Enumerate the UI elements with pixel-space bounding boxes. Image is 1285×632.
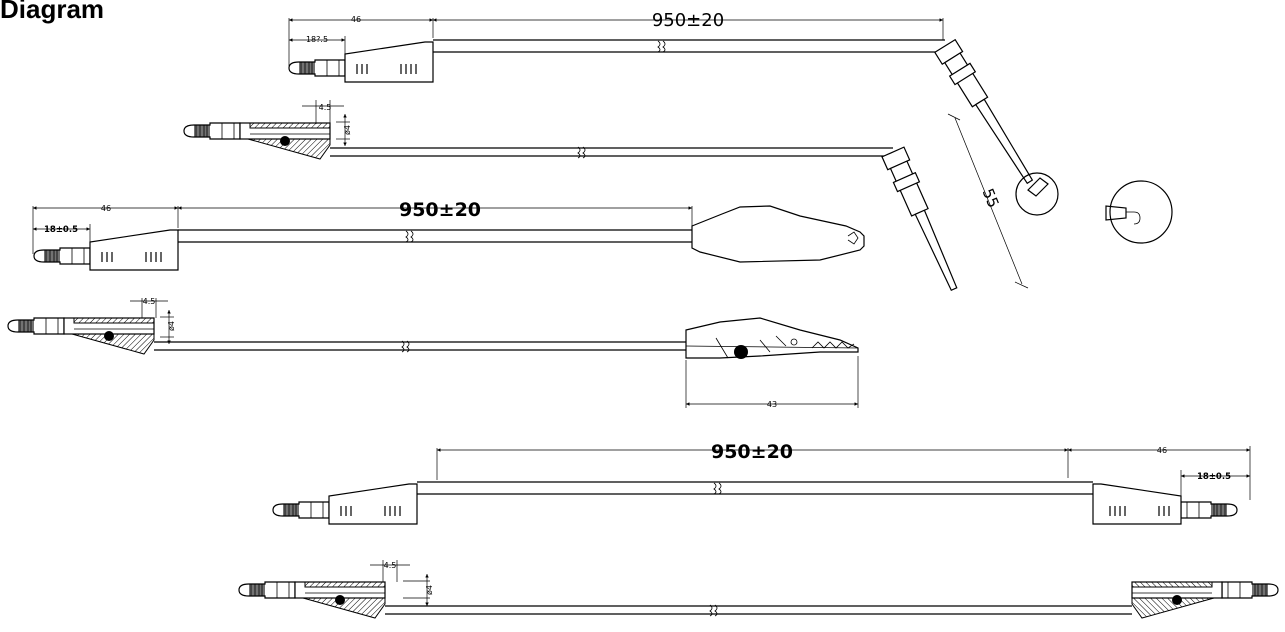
- dim-cable-length-3: 950±20: [399, 199, 481, 221]
- lead-alligator-section: [7, 298, 859, 408]
- dim-step: 4.5: [319, 103, 332, 112]
- dim-diameter-6: ø4: [425, 585, 434, 595]
- lead-double-section: [238, 560, 1279, 619]
- dim-cable-length: 950±20: [652, 10, 724, 31]
- dim-step-6: 4.5: [384, 561, 397, 570]
- dim-plug-length-3: 46: [101, 204, 111, 213]
- lead-double-plug: [272, 446, 1251, 525]
- dim-diameter: ø4: [343, 125, 352, 135]
- dim-pin-length-3: 18±0.5: [44, 225, 78, 235]
- page-title: Diagram: [0, 0, 105, 24]
- dim-clip-length: 43: [767, 400, 777, 409]
- dim-pin-length-5: 18±0.5: [1197, 472, 1231, 482]
- dim-step-4: 4.5: [143, 297, 156, 306]
- lead-hook-section: [183, 100, 1173, 292]
- dim-plug-length: 46: [351, 15, 361, 24]
- lead-alligator-insulated: [32, 205, 865, 271]
- dim-pin-length: 18?.5: [306, 35, 328, 44]
- dim-plug-length-5: 46: [1157, 446, 1167, 455]
- dim-cable-length-5: 950±20: [711, 441, 793, 463]
- lead-hook-probe: [288, 18, 1059, 216]
- dim-diameter-4: ø4: [167, 321, 176, 331]
- dim-hook-length: 55: [979, 186, 1003, 210]
